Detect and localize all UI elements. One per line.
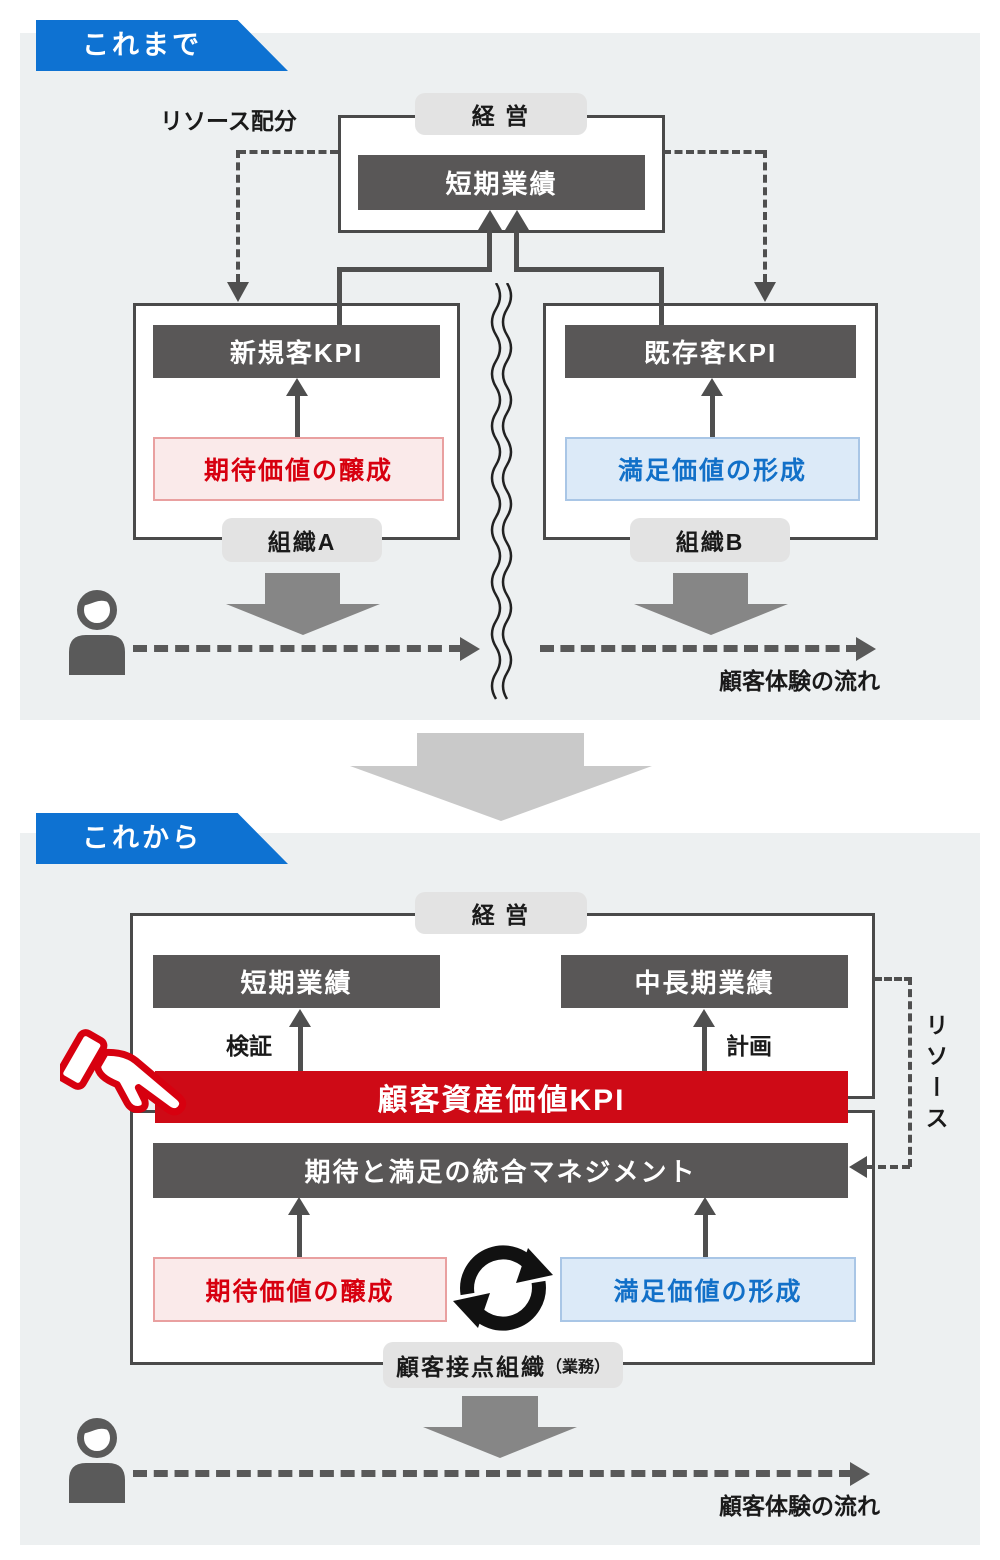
customer-flow-dash-after xyxy=(133,1470,853,1477)
connector-right-up-stem xyxy=(514,228,519,272)
planning-label: 計画 xyxy=(726,1033,772,1059)
resource-label: リソース xyxy=(922,1013,948,1137)
connector-right-horizontal xyxy=(517,267,663,272)
verification-up-stem xyxy=(298,1027,303,1071)
wavy-divider xyxy=(486,283,518,703)
connector-left-vertical xyxy=(337,267,342,327)
customer-flow-label-after: 顧客体験の流れ xyxy=(719,1493,880,1519)
expectation-up-arrowhead-after xyxy=(288,1197,310,1215)
customer-flow-arrowhead-after xyxy=(850,1462,870,1486)
customer-asset-kpi-banner: 顧客資産価値KPI xyxy=(155,1071,848,1123)
customer-flow-dash-left xyxy=(133,645,463,652)
verification-label: 検証 xyxy=(226,1033,272,1059)
customer-contact-org-label: 顧客接点組織 （業務） xyxy=(383,1342,623,1388)
resource-left-arrowhead xyxy=(849,1156,867,1178)
operations-down-arrow-stem xyxy=(462,1396,538,1427)
dashed-left-vertical xyxy=(236,150,240,282)
integrated-management-box: 期待と満足の統合マネジメント xyxy=(153,1143,848,1198)
section-after-banner-label: これから xyxy=(82,823,202,853)
connector-left-up-arrowhead xyxy=(478,210,502,230)
mid-long-term-box: 中長期業績 xyxy=(561,955,848,1008)
dashed-right-horizontal xyxy=(663,150,763,154)
planning-up-stem xyxy=(702,1027,707,1071)
customer-flow-arrowhead-left xyxy=(460,637,480,661)
resource-dash-bottom xyxy=(866,1165,910,1169)
resource-dash-top xyxy=(874,977,912,981)
satisfaction-up-arrowhead xyxy=(701,378,723,396)
section-before-banner: これまで xyxy=(36,20,288,71)
planning-up-arrowhead xyxy=(693,1009,715,1027)
expectation-up-stem xyxy=(295,396,300,437)
org-a-label: 組織A xyxy=(222,518,382,562)
org-a-down-arrow-head xyxy=(226,604,380,635)
org-a-down-arrow-stem xyxy=(265,573,340,604)
org-b-down-arrow-stem xyxy=(673,573,748,604)
new-customer-kpi-box: 新規客KPI xyxy=(153,325,440,378)
section-after-banner: これから xyxy=(36,813,288,864)
expectation-up-arrowhead xyxy=(286,378,308,396)
connector-left-horizontal xyxy=(337,267,491,272)
satisfaction-value-box-before: 満足価値の形成 xyxy=(565,437,860,501)
management-label-before: 経 営 xyxy=(415,93,587,135)
existing-customer-kpi-box: 既存客KPI xyxy=(565,325,856,378)
customer-flow-label-before: 顧客体験の流れ xyxy=(719,668,880,694)
customer-flow-dash-right xyxy=(540,645,860,652)
expectation-value-box-before: 期待価値の醸成 xyxy=(153,437,444,501)
dashed-left-down-arrowhead xyxy=(227,282,249,302)
dashed-left-horizontal xyxy=(238,150,338,154)
connector-right-vertical xyxy=(659,267,664,327)
satisfaction-up-stem xyxy=(710,396,715,437)
connector-right-up-arrowhead xyxy=(505,210,529,230)
customer-contact-org-note: （業務） xyxy=(545,1359,610,1376)
short-term-box-after: 短期業績 xyxy=(153,955,440,1008)
cycle-arrows-icon xyxy=(450,1236,556,1342)
person-icon-after xyxy=(64,1417,130,1503)
resource-allocation-label: リソース配分 xyxy=(160,108,297,134)
section-transition-arrow-head xyxy=(350,766,652,821)
customer-contact-org-text: 顧客接点組織 xyxy=(395,1354,546,1380)
pointing-hand-icon xyxy=(60,1016,210,1146)
dashed-right-vertical xyxy=(763,150,767,282)
customer-flow-arrowhead-right xyxy=(856,637,876,661)
org-b-label: 組織B xyxy=(630,518,790,562)
person-icon xyxy=(64,589,130,675)
satisfaction-up-arrowhead-after xyxy=(694,1197,716,1215)
short-term-kpi-box-before: 短期業績 xyxy=(358,155,645,210)
expectation-value-box-after: 期待価値の醸成 xyxy=(153,1257,447,1322)
section-before-banner-label: これまで xyxy=(82,30,202,60)
expectation-up-stem-after xyxy=(297,1215,302,1257)
resource-dash-vertical xyxy=(908,977,912,1167)
dashed-right-down-arrowhead xyxy=(754,282,776,302)
connector-left-up-stem xyxy=(487,228,492,272)
satisfaction-up-stem-after xyxy=(703,1215,708,1257)
verification-up-arrowhead xyxy=(289,1009,311,1027)
operations-down-arrow-head xyxy=(423,1427,577,1458)
management-label-after: 経 営 xyxy=(415,892,587,934)
org-b-down-arrow-head xyxy=(634,604,788,635)
satisfaction-value-box-after: 満足価値の形成 xyxy=(560,1257,856,1322)
section-transition-arrow xyxy=(417,733,584,766)
